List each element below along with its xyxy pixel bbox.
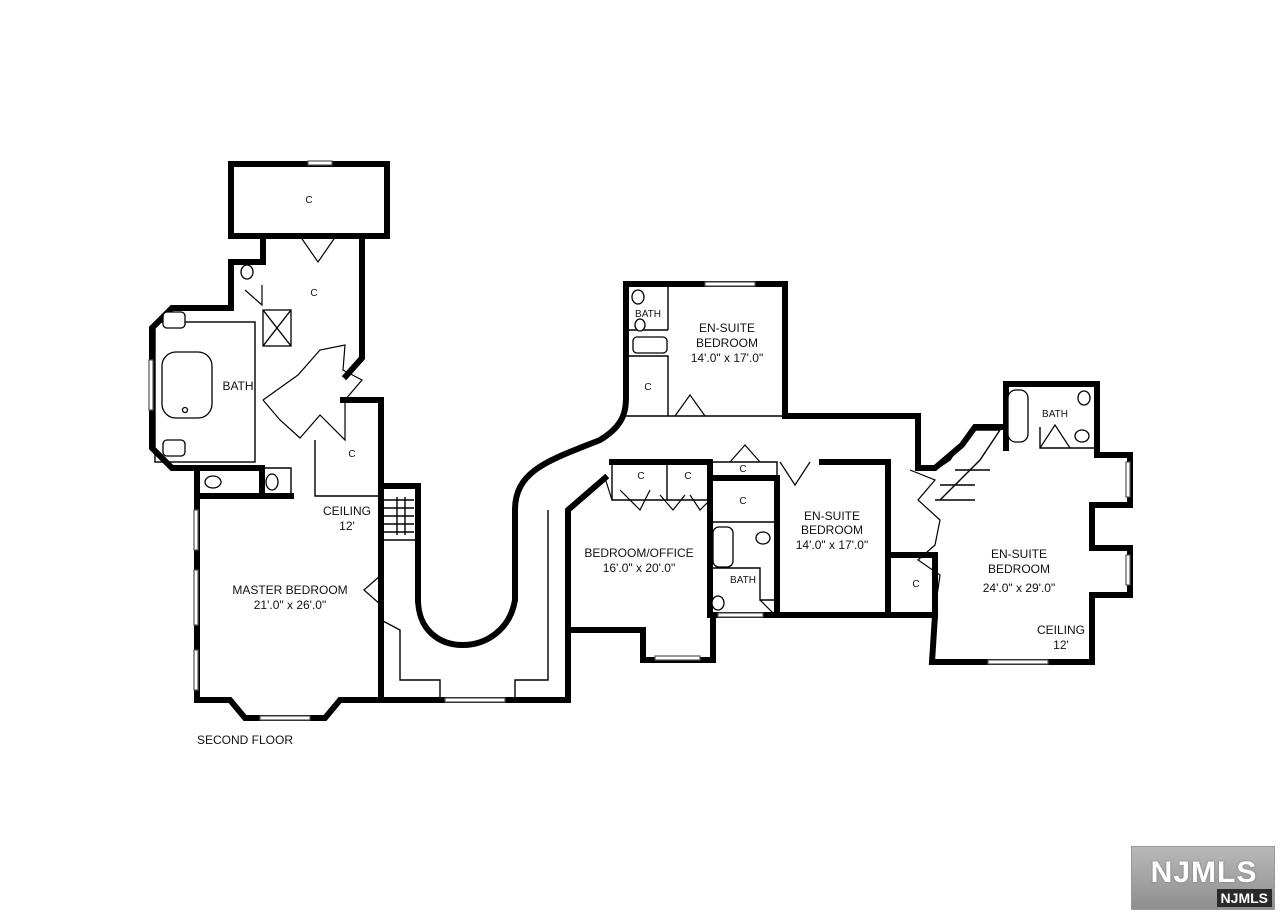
suite3-size: 24'.0" x 29'.0" xyxy=(983,581,1055,595)
stairs xyxy=(384,429,1002,533)
floor-label: SECOND FLOOR xyxy=(197,733,293,747)
closet-master-label: C xyxy=(348,449,355,460)
room-labels: C C BATH C CEILING 12' MASTER BEDROOM 21… xyxy=(197,195,1085,747)
bath-suite1-label: BATH xyxy=(635,309,661,320)
suite1-line1: EN-SUITE xyxy=(699,321,755,335)
suite1-size: 14'.0" x 17'.0" xyxy=(691,351,763,365)
exterior-walls xyxy=(149,161,1133,721)
closet-office-2-label: C xyxy=(684,471,691,482)
toilet-icon xyxy=(240,264,254,280)
ceiling-master-title: CEILING xyxy=(323,504,371,518)
windows xyxy=(148,160,1131,721)
closet-top-label: C xyxy=(305,195,312,206)
fixtures xyxy=(161,264,1091,611)
logo-wordmark: NJMLS xyxy=(1150,856,1258,889)
interior-lines xyxy=(154,284,1097,700)
suite1-line2: BEDROOM xyxy=(696,336,758,350)
closet-suite3-label: C xyxy=(912,579,919,590)
master-bath-label: BATH xyxy=(222,379,253,393)
ceiling-master-value: 12' xyxy=(339,519,355,533)
logo-badge: NJMLS xyxy=(1216,889,1272,907)
bathtub-icon xyxy=(161,351,213,419)
office-name: BEDROOM/OFFICE xyxy=(584,546,693,560)
sink-icon xyxy=(162,311,186,329)
ceiling-suite3-title: CEILING xyxy=(1037,623,1085,637)
master-bedroom-name: MASTER BEDROOM xyxy=(232,583,347,597)
office-size: 16'.0" x 20'.0" xyxy=(603,561,675,575)
suite2-line1: EN-SUITE xyxy=(804,509,860,523)
closet-suite1-label: C xyxy=(644,382,651,393)
closet-upper-label: C xyxy=(310,288,317,299)
doors xyxy=(244,235,1071,616)
closet-hall-top-label: C xyxy=(739,464,746,475)
bath-suite3-label: BATH xyxy=(1042,409,1068,420)
closet-office-1-label: C xyxy=(637,471,644,482)
bath-suite2-label: BATH xyxy=(730,575,756,586)
ceiling-suite3-value: 12' xyxy=(1053,638,1069,652)
suite3-line2: BEDROOM xyxy=(988,562,1050,576)
suite2-line2: BEDROOM xyxy=(801,523,863,537)
closet-hall-mid-label: C xyxy=(739,496,746,507)
suite3-line1: EN-SUITE xyxy=(991,547,1047,561)
njmls-logo: NJMLS NJMLS xyxy=(1131,846,1275,910)
master-bedroom-size: 21'.0" x 26'.0" xyxy=(254,598,326,612)
suite2-size: 14'.0" x 17'.0" xyxy=(796,538,868,552)
